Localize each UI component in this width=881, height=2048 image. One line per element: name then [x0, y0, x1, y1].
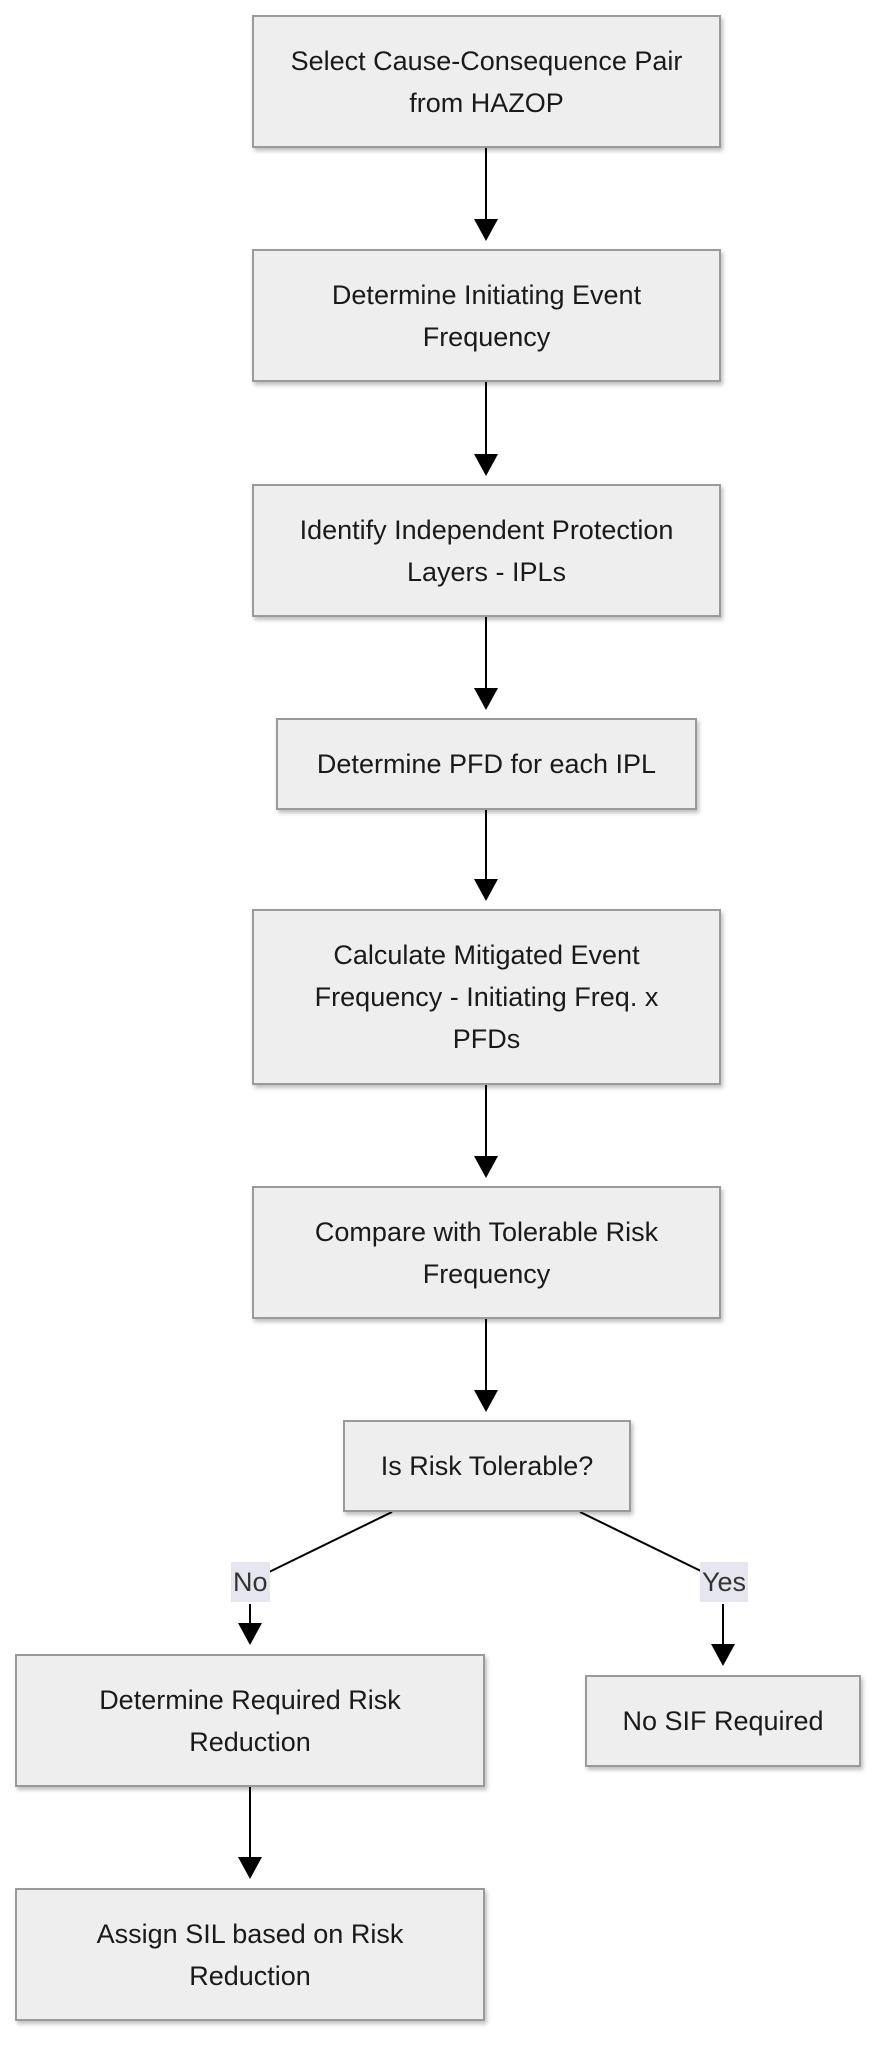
edge-label-yes: Yes	[700, 1562, 749, 1602]
flowchart-node-identify-ipls: Identify Independent Protection Layers -…	[252, 484, 721, 617]
edge-label-no: No	[231, 1562, 270, 1602]
flowchart-edge-yes-branch	[579, 1511, 706, 1574]
arrowhead-icon	[474, 688, 498, 710]
flowchart-node-assign-sil: Assign SIL based on Risk Reduction	[15, 1888, 485, 2021]
flowchart-node-pfd: Determine PFD for each IPL	[276, 718, 697, 810]
arrowhead-icon	[474, 879, 498, 901]
arrowhead-icon	[474, 1156, 498, 1178]
flowchart-edge-no-branch	[266, 1511, 393, 1574]
flowchart-node-mitigated: Calculate Mitigated Event Frequency - In…	[252, 909, 721, 1085]
arrowhead-icon	[711, 1644, 735, 1666]
flowchart-node-compare: Compare with Tolerable Risk Frequency	[252, 1186, 721, 1319]
arrowhead-icon	[238, 1623, 262, 1645]
flowchart-node-required-reduction: Determine Required Risk Reduction	[15, 1654, 485, 1787]
flowchart-node-no-sif: No SIF Required	[585, 1675, 861, 1767]
arrowhead-icon	[474, 454, 498, 476]
flowchart-node-decision: Is Risk Tolerable?	[343, 1420, 631, 1512]
flowchart-node-select-pair: Select Cause-Consequence Pair from HAZOP	[252, 15, 721, 148]
arrowhead-icon	[474, 219, 498, 241]
arrowhead-icon	[238, 1857, 262, 1879]
arrowhead-icon	[474, 1390, 498, 1412]
flowchart-node-init-freq: Determine Initiating Event Frequency	[252, 249, 721, 382]
